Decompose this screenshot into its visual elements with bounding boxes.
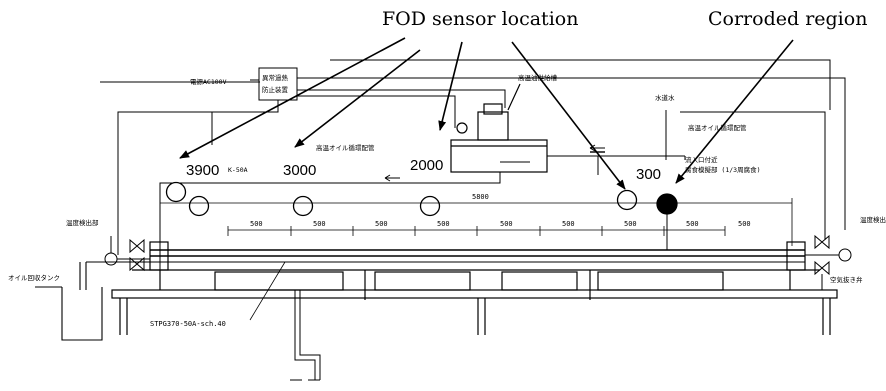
overheat-protection-box — [258, 67, 298, 101]
dimension-seg-2: 500 — [313, 220, 326, 228]
test-pipe — [149, 214, 806, 271]
arrow-to-sensor-2000 — [438, 41, 463, 131]
corroded-region-marker — [656, 193, 678, 215]
dimension-seg-1: 500 — [250, 220, 263, 228]
support-frame — [111, 269, 838, 335]
sensor-300-circle — [616, 189, 638, 211]
sensor-label-2000: 2000 — [410, 157, 443, 174]
left-tank-label: オイル回収タンク — [8, 273, 60, 282]
pipe-spec-leader — [249, 261, 286, 321]
flow-arrows — [384, 144, 605, 182]
arrow-to-sensor-3900 — [179, 37, 406, 159]
dimension-seg-3: 500 — [375, 220, 388, 228]
pipe-name-label: K-50A — [228, 166, 248, 174]
dimension-seg-5: 500 — [500, 220, 513, 228]
sensor-label-300: 300 — [636, 166, 661, 183]
fod-sensor-location-label: FOD sensor location — [382, 8, 578, 30]
sensor-3900-circle — [188, 195, 210, 217]
return-piping — [159, 110, 686, 270]
return-pipe-right-label: 高温オイル循環配管 — [688, 123, 747, 132]
dimension-seg-7: 500 — [624, 220, 637, 228]
return-pipe-label: 高温オイル循環配管 — [316, 143, 375, 152]
sensor-2000-circle — [419, 195, 441, 217]
oil-tank-label: 高温油供給槽 — [518, 73, 558, 82]
sensor-label-3000: 3000 — [283, 162, 316, 179]
arrow-to-sensor-300 — [511, 41, 626, 190]
sensor-label-3900: 3900 — [186, 162, 219, 179]
fod-sensors — [165, 181, 678, 217]
sensor-circle-extra — [165, 181, 187, 203]
right-gauge-label: 温度検出 — [860, 215, 886, 224]
dimension-lines — [159, 198, 793, 246]
drain-lines — [290, 290, 321, 381]
dimension-seg-9: 500 — [738, 220, 751, 228]
right-gauges — [805, 234, 852, 290]
left-gauge-label: 温度検出部 — [66, 218, 99, 227]
dimension-seg-8: 500 — [686, 220, 699, 228]
power-supply-label: 電源AC100V — [190, 77, 227, 86]
right-note-label: 空気抜き弁 — [830, 275, 863, 284]
left-gauges — [104, 236, 150, 272]
wiring — [100, 59, 846, 255]
oil-supply-tank — [450, 83, 548, 173]
inlet-label: 流入口付近 — [685, 155, 718, 164]
dimension-total: 5800 — [472, 193, 489, 201]
dimension-seg-6: 500 — [562, 220, 575, 228]
corrosion-note-label: 腐食模擬部 (1/3周腐食) — [685, 165, 760, 174]
arrow-to-sensor-3000 — [294, 49, 421, 148]
sensor-3000-circle — [292, 195, 314, 217]
water-supply-label: 水道水 — [655, 93, 675, 102]
pipe-spec-label: STPG370-50A-sch.40 — [150, 320, 226, 328]
dimension-seg-4: 500 — [437, 220, 450, 228]
corroded-region-label: Corroded region — [708, 8, 867, 30]
heater-box-text-1: 異常過熱 — [262, 73, 289, 82]
heater-box-text-2: 防止装置 — [262, 85, 289, 94]
